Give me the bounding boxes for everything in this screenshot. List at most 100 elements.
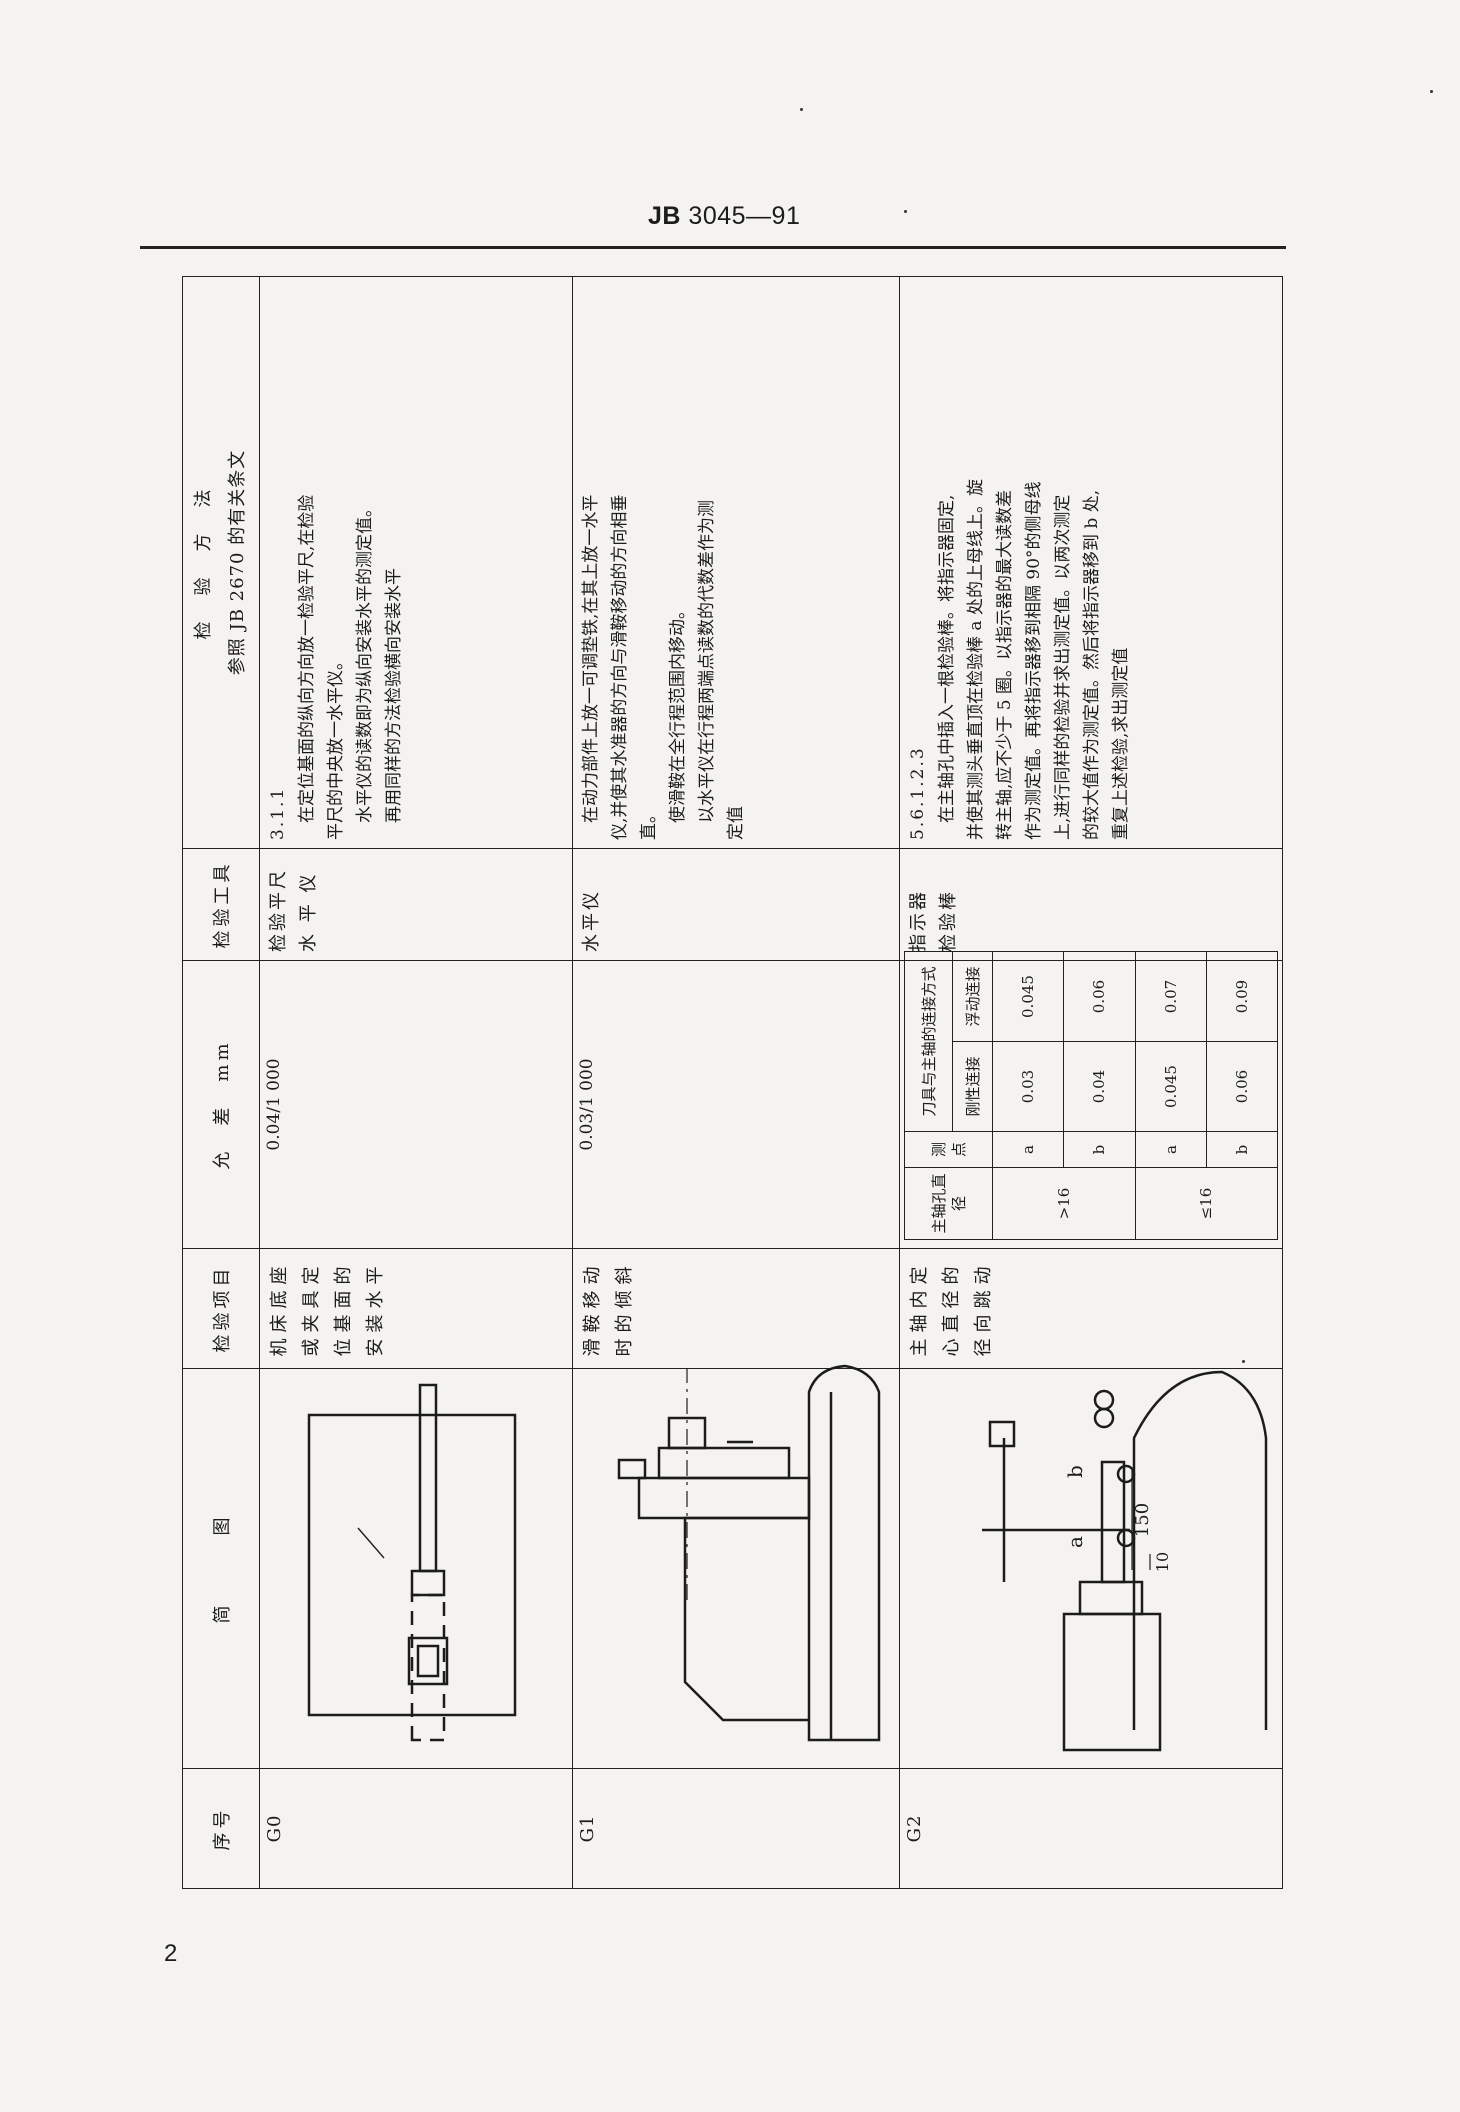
g0-level-square (407, 1636, 449, 1686)
header-tools: 检验工具 (182, 848, 260, 961)
scan-speck (1242, 1360, 1245, 1363)
inspection-table: 序号 简 图 检验项目 允 差 mm 检验工具 检 验 方 法 参照 JB 26… (182, 276, 1283, 1889)
tool-name: 指示器 (908, 889, 929, 952)
tool-name: 水 平 仪 (298, 871, 319, 952)
method-line: 直。 (639, 806, 659, 840)
g1-power-unit (657, 1446, 791, 1480)
method-line: 在主轴孔中插入一根检验棒。将指示器固定, (937, 494, 957, 840)
subheader-diameter: 主轴孔直径 (904, 1167, 993, 1240)
method-line: 的较大值作为测定值。然后将指示器移到 b 处, (1082, 489, 1102, 840)
tool-name: 检验平尺 (268, 868, 289, 952)
row-seq: G0 (259, 1768, 573, 1889)
g2-figure-drawing: 150 10 a b (982, 1370, 1268, 1752)
g2-symbol-circle-1 (1093, 1407, 1115, 1429)
header-method: 检 验 方 法 参照 JB 2670 的有关条文 (182, 276, 260, 849)
method-line: 转主轴,应不少于 5 圈。以指示器的最大读数差 (995, 489, 1015, 840)
inspection-table-frame: 序号 简 图 检验项目 允 差 mm 检验工具 检 验 方 法 参照 JB 26… (182, 276, 1283, 1889)
g1-slide-column (637, 1476, 811, 1520)
header-item: 检验项目 (182, 1248, 260, 1369)
row-tools: 水平仪 (572, 848, 900, 961)
g2-indicator-clamp (988, 1420, 1016, 1448)
header-method-subtitle: 参照 JB 2670 的有关条文 (227, 449, 248, 676)
method-line: 水平仪的读数即为纵向安装水平的测定值。 (355, 500, 375, 840)
tool-name: 检验棒 (938, 889, 959, 952)
g0-cross-straightedge (410, 1593, 446, 1742)
float-cell: 0.06 (1063, 951, 1135, 1042)
method-line: 并使其测头垂直顶在检验棒 a 处的上母线上。旋 (966, 479, 986, 840)
g0-straightedge-left-end (410, 1569, 446, 1597)
figure-g2: 150 10 a b (899, 1368, 1283, 1769)
rigid-cell: 0.03 (992, 1041, 1064, 1132)
method-line: 平尺的中央放一水平仪。 (326, 653, 346, 840)
header-rule (140, 246, 1286, 249)
subheader-rigid: 刚性连接 (952, 1041, 993, 1132)
method-line: 以水平仪在行程两端点读数的代数差作为测 (697, 500, 717, 840)
row-item: 主轴内定心直径的径向跳动 (899, 1248, 1283, 1369)
g2-test-bar (1100, 1460, 1126, 1584)
scan-speck (800, 108, 803, 111)
diameter-cell: >16 (992, 1167, 1135, 1240)
point-cell: a (992, 1131, 1064, 1168)
g2-headstock (1062, 1612, 1162, 1752)
row-method: 3.1.1 在定位基面的纵向方向放一检验平尺,在检验 平尺的中央放一水平仪。 水… (259, 276, 573, 849)
row-method: 在动力部件上放一可调垫铁,在其上放一水平 仪,并使其水准器的方向与滑鞍移动的方向… (572, 276, 900, 849)
standard-number: 3045—91 (688, 202, 801, 230)
rigid-cell: 0.04 (1063, 1041, 1135, 1132)
method-line: 在定位基面的纵向方向放一检验平尺,在检验 (297, 494, 317, 840)
float-cell: 0.045 (992, 951, 1064, 1042)
g1-spindle-nose (617, 1458, 647, 1480)
row-item: 机床底座或夹具定位基面的安装水平 (259, 1248, 573, 1369)
inspection-table-rotated: 序号 简 图 检验项目 允 差 mm 检验工具 检 验 方 法 参照 JB 26… (182, 276, 1283, 1889)
method-line: 上,进行同样的检验并求出测定值。以两次测定 (1053, 494, 1073, 840)
page-number: 2 (164, 1940, 178, 1967)
row-method: 5.6.1.2.3 在主轴孔中插入一根检验棒。将指示器固定, 并使其测头垂直顶在… (899, 276, 1283, 849)
g1-level-block (667, 1416, 707, 1450)
row-seq: G2 (899, 1768, 1283, 1889)
g0-leader-line (357, 1527, 385, 1559)
scan-speck (904, 210, 907, 213)
g2-indicator-a (1116, 1528, 1136, 1548)
header-method-title: 检 验 方 法 (193, 485, 214, 640)
g0-figure-drawing (307, 1383, 517, 1742)
row-seq: G1 (572, 1768, 900, 1889)
g0-straightedge (418, 1383, 438, 1573)
subheader-connection: 刀具与主轴的连接方式 (904, 951, 953, 1132)
g2-bed (1132, 1370, 1268, 1730)
g2-label-a: a (1063, 1536, 1087, 1548)
table-header-row: 序号 简 图 检验项目 允 差 mm 检验工具 检 验 方 法 参照 JB 26… (182, 276, 260, 1889)
table-row: G1 (572, 276, 900, 1889)
method-line: 作为测定值。再将指示器移到相隔 90°的侧母线 (1024, 481, 1044, 840)
g2-indicator-b (1116, 1464, 1136, 1484)
method-line: 定值 (726, 806, 746, 840)
method-line: 再用同样的方法检验横向安装水平 (384, 568, 404, 840)
scan-speck (1430, 90, 1433, 93)
g2-label-10: 10 (1153, 1552, 1172, 1572)
g2-symbol-circle-2 (1093, 1389, 1115, 1411)
header-figure: 简 图 (182, 1368, 260, 1769)
point-cell: b (1063, 1131, 1135, 1168)
method-line: 仪,并使其水准器的方向与滑鞍移动的方向相垂 (610, 494, 630, 840)
method-line: 在动力部件上放一可调垫铁,在其上放一水平 (581, 494, 601, 840)
rigid-cell: 0.06 (1206, 1041, 1278, 1132)
g2-label-150: 150 (1132, 1503, 1153, 1537)
tolerance-subtable: 主轴孔直径 测点 刀具与主轴的连接方式 刚性连接 浮动连接 >16 a (904, 951, 1278, 1240)
subheader-point: 测点 (904, 1131, 993, 1168)
diameter-cell: ≤16 (1135, 1167, 1278, 1240)
method-line: 重复上述检验,求出测定值 (1111, 647, 1131, 840)
tool-name: 水平仪 (581, 889, 602, 952)
rigid-cell: 0.045 (1135, 1041, 1207, 1132)
g2-label-b: b (1063, 1465, 1087, 1478)
standard-prefix: JB (648, 202, 681, 230)
row-tools: 检验平尺 水 平 仪 (259, 848, 573, 961)
float-cell: 0.09 (1206, 951, 1278, 1042)
row-tolerance: 0.03/1 000 (572, 960, 900, 1249)
subheader-float: 浮动连接 (952, 951, 993, 1042)
g1-figure-drawing (617, 1364, 881, 1742)
header-seq: 序号 (182, 1768, 260, 1889)
method-line: 使滑鞍在全行程范围内移动。 (668, 602, 688, 840)
g1-bed (807, 1364, 881, 1742)
method-line: 3.1.1 (268, 786, 288, 840)
float-cell: 0.07 (1135, 951, 1207, 1042)
point-cell: b (1206, 1131, 1278, 1168)
row-tools: 指示器 检验棒 (899, 848, 1283, 961)
